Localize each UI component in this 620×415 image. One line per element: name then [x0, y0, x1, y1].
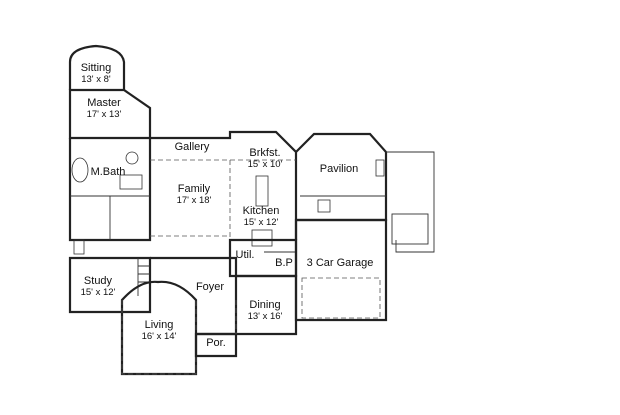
room-label-breakfast: Brkfst. 15' x 10' — [240, 147, 290, 171]
kitchen-island-icon — [255, 175, 269, 207]
room-name: Kitchen — [242, 205, 280, 217]
room-name: Gallery — [174, 141, 210, 153]
gallery-walls — [150, 130, 298, 240]
room-name: Foyer — [195, 281, 225, 293]
room-label-garage: 3 Car Garage — [300, 258, 380, 269]
room-label-pavilion: Pavilion — [314, 164, 364, 175]
room-name: 3 Car Garage — [306, 257, 374, 269]
room-label-family: Family 17' x 18' — [170, 183, 218, 207]
room-name: B.P — [275, 257, 293, 269]
room-dimensions: 15' x 10' — [247, 159, 283, 170]
room-dimensions: 16' x 14' — [141, 331, 177, 342]
sink-icon — [125, 151, 139, 165]
room-dimensions: 15' x 12' — [80, 287, 116, 298]
room-label-master: Master 17' x 13' — [80, 97, 128, 121]
room-label-utility: Util. — [230, 250, 260, 261]
porch-walls — [194, 332, 238, 358]
room-name: Master — [87, 97, 121, 109]
room-name: Pavilion — [319, 163, 359, 175]
stair-run — [137, 258, 150, 296]
room-dimensions: 15' x 12' — [243, 217, 279, 228]
room-name: Sitting — [80, 62, 112, 74]
room-label-gallery: Gallery — [168, 142, 216, 153]
patio-cover — [391, 213, 429, 245]
room-name: Study — [83, 275, 113, 287]
grill-icon — [375, 159, 385, 177]
room-label-porch: Por. — [200, 338, 232, 349]
master-bedroom-walls — [68, 88, 152, 140]
room-label-kitchen: Kitchen 15' x 12' — [236, 205, 286, 229]
room-label-foyer: Foyer — [188, 282, 232, 293]
room-label-sitting: Sitting 13' x 8' — [74, 62, 118, 86]
toilet-icon — [73, 239, 85, 255]
room-name: Util. — [235, 249, 255, 261]
dining-walls — [236, 274, 298, 336]
powder-sink-icon — [317, 199, 331, 213]
room-label-living: Living 16' x 14' — [134, 319, 184, 343]
room-name: Family — [177, 183, 211, 195]
garage-door-swing — [301, 277, 381, 319]
room-label-butler-pantry: B.P — [270, 258, 298, 269]
study-walls — [68, 256, 152, 314]
living-room-walls — [120, 280, 198, 376]
room-dimensions: 13' x 8' — [81, 74, 111, 85]
garage-walls — [294, 218, 388, 322]
bathtub-icon — [71, 157, 89, 183]
room-name: Dining — [249, 299, 281, 311]
room-name: Por. — [206, 337, 226, 349]
room-label-master-bath: M.Bath — [84, 167, 132, 178]
room-name: M.Bath — [90, 166, 126, 178]
room-name: Living — [144, 319, 174, 331]
room-label-study: Study 15' x 12' — [74, 275, 122, 299]
room-dimensions: 13' x 16' — [247, 311, 283, 322]
room-label-dining: Dining 13' x 16' — [240, 299, 290, 323]
sitting-room-walls — [68, 44, 126, 90]
pavilion-walls — [295, 132, 388, 222]
room-dimensions: 17' x 13' — [86, 109, 122, 120]
patio-outline — [386, 151, 435, 253]
room-name: Brkfst. — [249, 147, 281, 159]
room-dimensions: 17' x 18' — [176, 195, 212, 206]
range-icon — [251, 229, 273, 247]
vanity-icon — [119, 174, 143, 190]
